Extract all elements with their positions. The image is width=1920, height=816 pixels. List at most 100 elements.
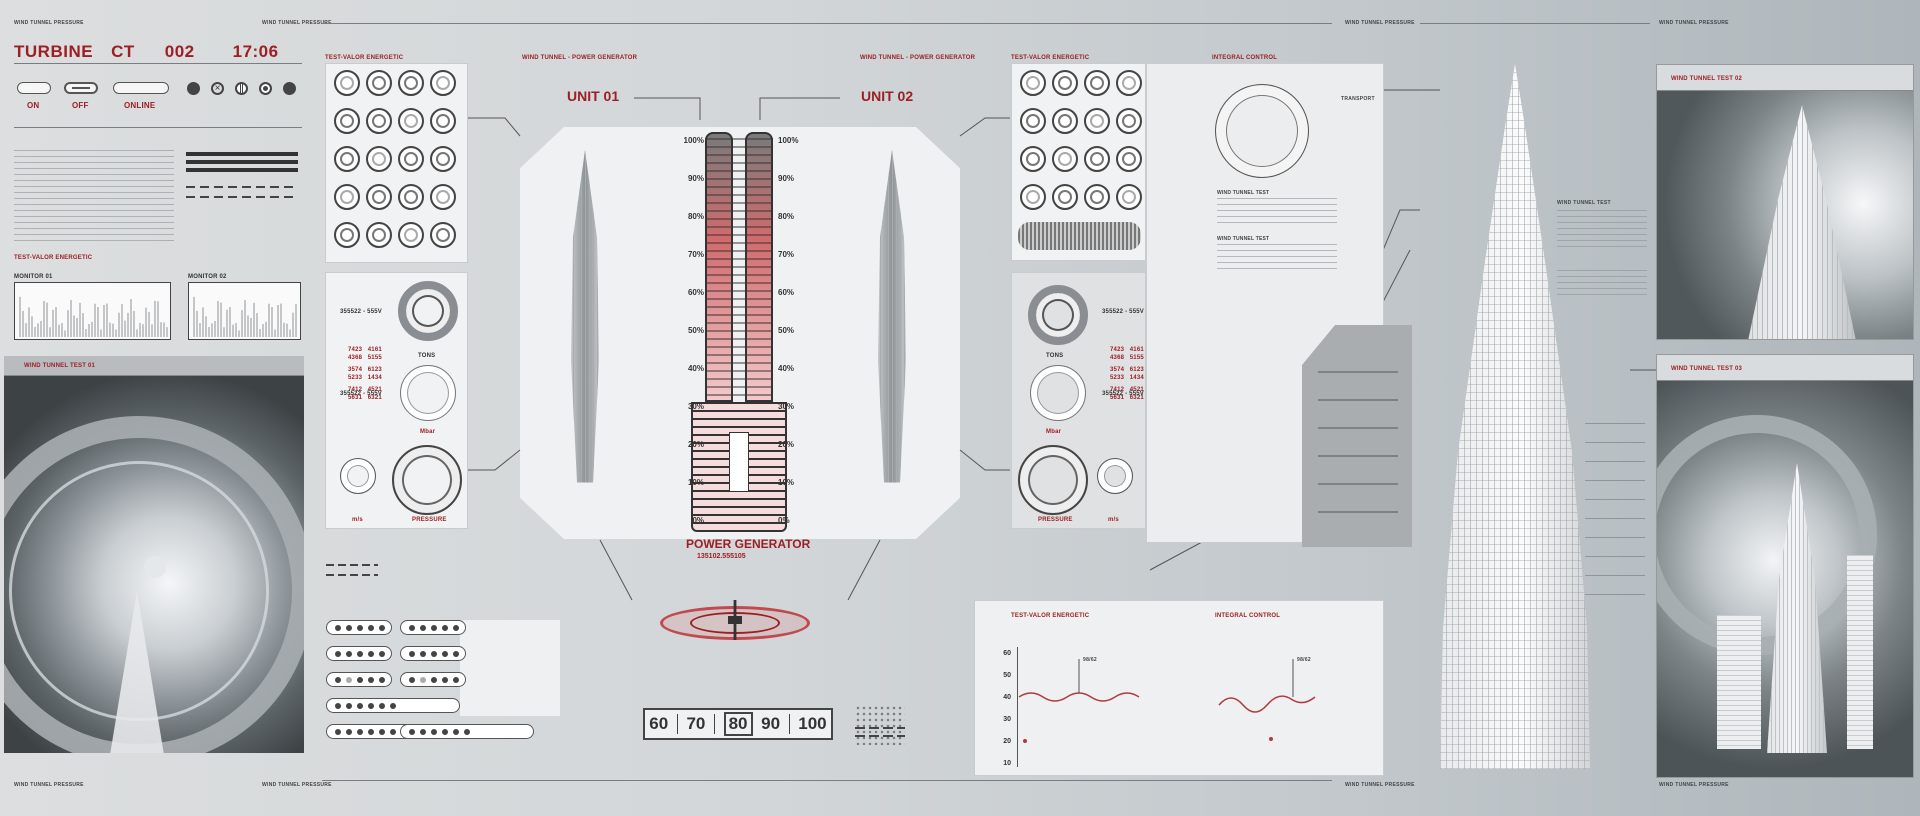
header-tag-left: WIND TUNNEL PRESSURE <box>14 20 84 26</box>
power-scale-left: 100%90%80%70%60%50%40%30%20%10%0% <box>664 136 704 536</box>
tons-dial-b[interactable] <box>1028 285 1088 345</box>
scale-70[interactable]: 70 <box>686 714 706 733</box>
target-icon[interactable] <box>259 82 272 95</box>
dot-icon-1[interactable] <box>187 82 200 95</box>
gauge-icon[interactable] <box>366 222 392 248</box>
integral-dial[interactable] <box>1215 84 1309 178</box>
gauge-icon[interactable] <box>366 108 392 134</box>
gauge-icon[interactable] <box>430 108 456 134</box>
gauge-icon[interactable] <box>1116 108 1142 134</box>
gauge-icon[interactable] <box>334 70 360 96</box>
gauge-icon[interactable] <box>334 222 360 248</box>
ms-dial-b[interactable] <box>1097 458 1133 494</box>
title-number: 002 <box>164 42 195 61</box>
dot-pill-button[interactable] <box>326 646 392 661</box>
tons-label-b: TONS <box>1046 353 1064 359</box>
gauge-icon[interactable] <box>1116 70 1142 96</box>
dot-pill-button[interactable] <box>326 620 392 635</box>
dot-pill-button[interactable] <box>400 724 534 739</box>
gauge-icon[interactable] <box>1084 146 1110 172</box>
gauge-icon[interactable] <box>398 70 424 96</box>
gauge-icon[interactable] <box>1052 146 1078 172</box>
gauge-icon[interactable] <box>366 184 392 210</box>
dot-pill-button[interactable] <box>400 620 466 635</box>
footer-tag-2: WIND TUNNEL PRESSURE <box>262 782 332 788</box>
monitor-02-label: MONITOR 02 <box>188 274 227 280</box>
power-tick-label: 10% <box>778 478 795 487</box>
close-circle-icon[interactable]: × <box>211 82 224 95</box>
graphs-panel: TEST-VALOR ENERGETIC INTEGRAL CONTROL 60… <box>974 600 1384 776</box>
title-ct: CT <box>111 42 135 61</box>
power-scale-right: 100%90%80%70%60%50%40%30%20%10%0% <box>778 136 818 536</box>
dot-pill-button[interactable] <box>326 698 460 713</box>
gauge-icon[interactable] <box>334 146 360 172</box>
ms-label: m/s <box>352 517 363 523</box>
gauge-icon[interactable] <box>334 108 360 134</box>
gauge-icon[interactable] <box>1116 184 1142 210</box>
gauge-icon[interactable] <box>1020 108 1046 134</box>
scale-100[interactable]: 100 <box>798 714 827 733</box>
power-tick-label: 40% <box>687 364 704 373</box>
gauge-icon[interactable] <box>1084 108 1110 134</box>
dot-pill-button[interactable] <box>400 646 466 661</box>
scale-90[interactable]: 90 <box>761 714 781 733</box>
gauge-icon[interactable] <box>1020 184 1046 210</box>
gauge-icon[interactable] <box>430 222 456 248</box>
pressure-dial[interactable] <box>392 445 462 515</box>
gauge-icon[interactable] <box>1052 184 1078 210</box>
graph-badge-left: 98/62 <box>1083 657 1098 663</box>
gauge-icon[interactable] <box>1084 70 1110 96</box>
mbar-dial-b[interactable] <box>1030 365 1086 421</box>
footer-tag-4: WIND TUNNEL PRESSURE <box>1659 782 1729 788</box>
power-tick-label: 20% <box>687 440 704 449</box>
gauge-icon[interactable] <box>430 184 456 210</box>
ms-dial[interactable] <box>340 458 376 494</box>
transport-tag: TRANSPORT <box>1341 96 1375 102</box>
wind-tunnel-image-01 <box>4 376 304 753</box>
footer-tag-1: WIND TUNNEL PRESSURE <box>14 782 84 788</box>
power-generator-label: POWER GENERATOR <box>686 537 811 551</box>
unit-01-label: UNIT 01 <box>567 88 620 104</box>
wt-test-label: WIND TUNNEL TEST <box>1217 190 1270 196</box>
title-time: 17:06 <box>232 42 279 61</box>
gauge-icon[interactable] <box>398 146 424 172</box>
gauge-icon[interactable] <box>1116 146 1142 172</box>
online-switch[interactable] <box>113 82 169 94</box>
gauge-icon[interactable] <box>1052 108 1078 134</box>
scale-80-selected[interactable]: 80 <box>723 712 753 736</box>
gauge-icon[interactable] <box>1084 184 1110 210</box>
dot-icon-2[interactable] <box>283 82 296 95</box>
wind-test-02-panel: WIND TUNNEL TEST 02 <box>1656 64 1914 340</box>
panel-b-title: TEST-VALOR ENERGETIC <box>1011 55 1090 61</box>
footer-tag-3: WIND TUNNEL PRESSURE <box>1345 782 1415 788</box>
dot-pill-button[interactable] <box>326 672 392 687</box>
dot-matrix <box>855 705 905 745</box>
power-tick-label: 70% <box>778 250 795 259</box>
gauge-icon[interactable] <box>366 70 392 96</box>
online-label: ONLINE <box>124 101 156 110</box>
right-notes: WIND TUNNEL TEST <box>1557 200 1647 310</box>
gauge-icon[interactable] <box>398 184 424 210</box>
gauge-icon[interactable] <box>334 184 360 210</box>
scale-selector[interactable]: 60 70 80 90 100 <box>643 708 833 740</box>
pause-circle-icon[interactable] <box>235 82 248 95</box>
mbar-dial[interactable] <box>400 365 456 421</box>
off-switch[interactable] <box>64 82 98 94</box>
gauge-icon[interactable] <box>366 146 392 172</box>
gauge-icon[interactable] <box>1020 146 1046 172</box>
gauge-icon[interactable] <box>398 108 424 134</box>
scale-60[interactable]: 60 <box>649 714 669 733</box>
pressure-dial-b[interactable] <box>1018 445 1088 515</box>
gauge-icon[interactable] <box>1020 70 1046 96</box>
gauge-icon[interactable] <box>430 70 456 96</box>
gauge-icon[interactable] <box>430 146 456 172</box>
gauge-icon[interactable] <box>398 222 424 248</box>
dot-pill-button[interactable] <box>400 672 466 687</box>
tons-dial[interactable] <box>398 281 458 341</box>
monitor-02 <box>188 282 301 340</box>
panel-a-code-top: 355522 - 555V <box>340 309 382 315</box>
on-switch[interactable] <box>17 82 51 94</box>
dash-cluster-left <box>326 564 378 576</box>
gauge-icon[interactable] <box>1052 70 1078 96</box>
